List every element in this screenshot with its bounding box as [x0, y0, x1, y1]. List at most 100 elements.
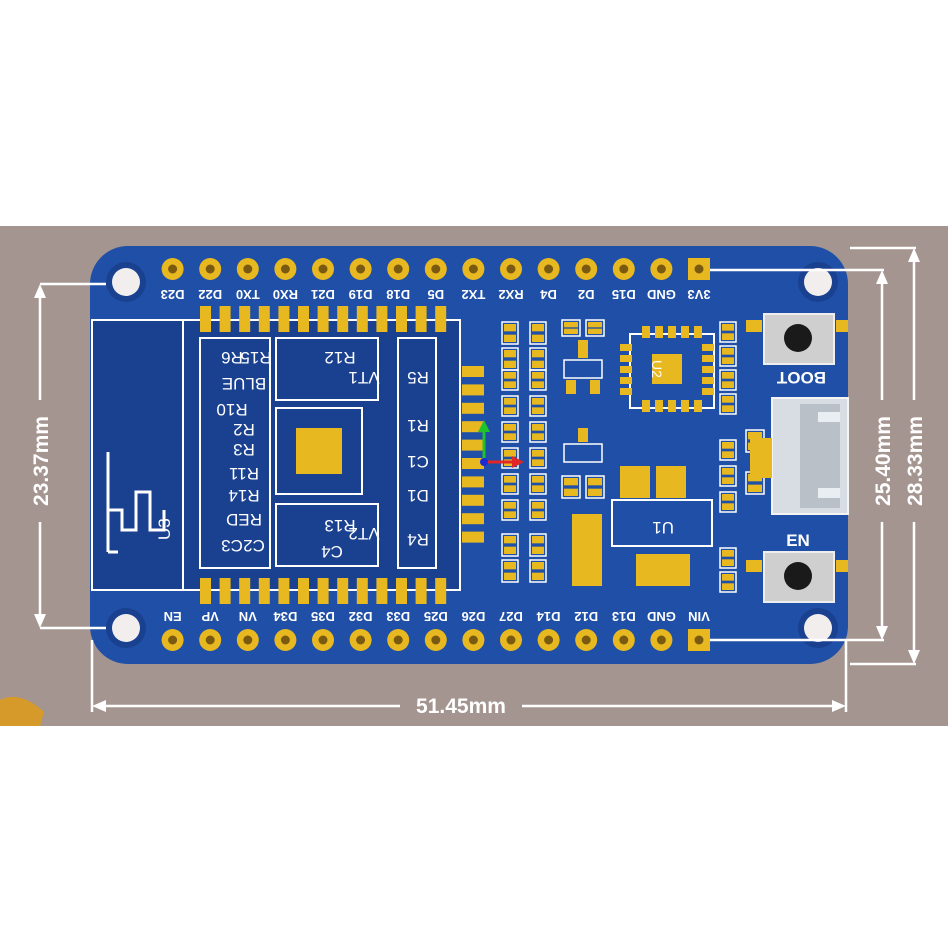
pin-label: D2: [578, 287, 595, 302]
smd-pad: [532, 562, 544, 570]
usb-pad: [750, 438, 772, 478]
smd-pad: [722, 574, 734, 581]
silk-label: R12: [324, 348, 355, 367]
module-pad: [239, 306, 251, 332]
boot-button-cap[interactable]: [784, 324, 812, 352]
smd-pad: [532, 334, 544, 342]
smd-pad: [588, 322, 602, 328]
smd-outline: [501, 533, 519, 557]
u2-label: U2: [649, 360, 665, 378]
smd-outline: [585, 475, 605, 499]
module-pad: [317, 578, 329, 604]
module-pad: [356, 578, 368, 604]
inner-height-dimension-label: 25.40mm: [872, 416, 895, 506]
pin-label: D5: [427, 287, 444, 302]
u1-outline: [611, 499, 713, 547]
pin-label: D18: [386, 287, 410, 302]
silk-label: R6: [221, 348, 243, 367]
pin-label: D15: [612, 287, 636, 302]
smd-pad: [722, 405, 734, 412]
pin-hole: [581, 264, 591, 274]
smd-pad: [588, 478, 602, 486]
smd-pad: [504, 372, 516, 379]
module-pads-top: [200, 306, 447, 332]
smd-outline: [529, 559, 547, 583]
pin-hole: [280, 264, 290, 274]
smd-pad: [722, 381, 734, 388]
pin-hole: [243, 264, 253, 274]
smd-pad: [532, 372, 544, 379]
smd-pad: [564, 488, 578, 496]
smd-pad: [504, 350, 516, 358]
y-axis-arrow-icon: [478, 420, 490, 432]
smd-pad: [588, 328, 602, 334]
smd-outline: [501, 447, 519, 469]
smd-pad: [532, 398, 544, 405]
vt1-outline: [275, 337, 379, 401]
pin-label: D32: [349, 609, 373, 624]
u2-pad: [620, 344, 632, 351]
mount-hole: [804, 268, 832, 296]
smd-pad: [722, 348, 734, 355]
en-button-cap[interactable]: [784, 562, 812, 590]
smd-pad: [532, 546, 544, 554]
module-pad: [435, 578, 447, 604]
smd-pad: [566, 380, 576, 394]
smd-pad: [588, 488, 602, 496]
module-pad: [462, 384, 484, 396]
smd-pad: [504, 450, 516, 457]
smd-pad: [532, 459, 544, 466]
module-pad: [298, 306, 309, 332]
module-pad: [258, 306, 270, 332]
module-pad: [298, 578, 309, 604]
pin-hole: [619, 635, 629, 645]
pin-label: D35: [311, 609, 335, 624]
top-pin-header: 3V3GNDD15D2D4RX2TX2D5D18D19D21RX0TX0D22D…: [161, 258, 711, 302]
module-pad: [239, 578, 251, 604]
smd-outline: [529, 473, 547, 495]
u1-pad: [656, 466, 686, 498]
smd-pad: [504, 546, 516, 554]
pin-label: D25: [424, 609, 448, 624]
pin-hole: [243, 635, 253, 645]
pin-label: EN: [164, 609, 182, 624]
u3-label: U3: [155, 518, 174, 540]
pin-label: D21: [311, 287, 335, 302]
module-pad: [462, 421, 484, 433]
pin-hole: [205, 264, 215, 274]
silk-label: VT1: [348, 368, 379, 387]
pin-hole: [694, 264, 704, 274]
pin-hole: [506, 264, 516, 274]
module-pad: [462, 476, 484, 488]
smd-outline: [501, 499, 519, 521]
usb-latch: [818, 488, 840, 498]
hole-spacing-dimension-label: 23.37mm: [30, 416, 53, 506]
u2-pad: [620, 366, 632, 373]
en-label: EN: [786, 531, 810, 550]
smd-pad: [532, 485, 544, 492]
module-pad: [415, 578, 427, 604]
pin-hole: [506, 635, 516, 645]
module-pad: [396, 306, 407, 332]
module-pad: [376, 306, 388, 332]
u2-pad: [642, 400, 650, 412]
silk-label: C3: [221, 536, 243, 555]
pin-hole: [280, 635, 290, 645]
smd-pad: [722, 468, 734, 475]
pin-label: D22: [198, 287, 222, 302]
smd-pad: [532, 407, 544, 414]
antenna-trace-icon: [106, 452, 166, 554]
silk-label: R1: [407, 416, 429, 435]
smd-pad: [532, 424, 544, 431]
smd-outline: [529, 369, 547, 391]
smd-pad: [504, 502, 516, 509]
u1-pad: [620, 466, 650, 498]
module-pad: [200, 578, 211, 604]
smd-outline: [529, 499, 547, 521]
smd-outline: [563, 359, 603, 379]
u2-pad: [681, 326, 689, 338]
smd-pad: [722, 324, 734, 331]
pin-hole: [431, 264, 441, 274]
smd-outline: [719, 491, 737, 513]
module-pad: [337, 306, 349, 332]
